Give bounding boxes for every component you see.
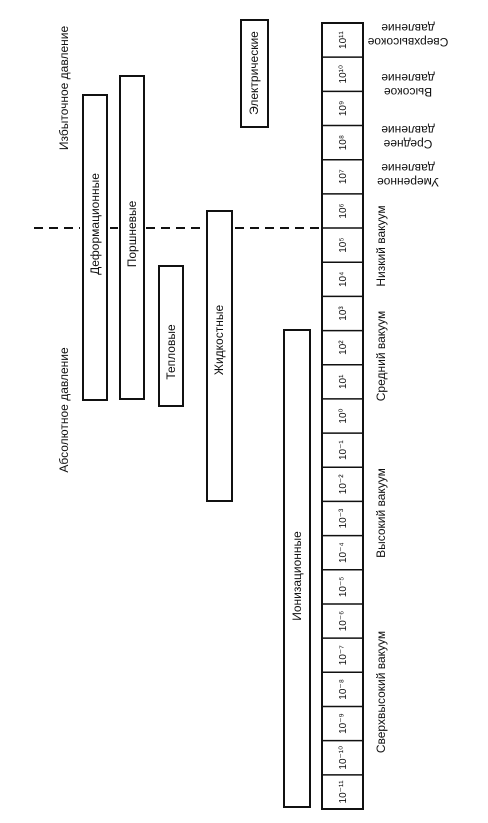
scale-cell-label: 10⁻⁷ (338, 645, 349, 665)
pressure-range-labels: Умеренное давление Среднее давление Высо… (367, 21, 448, 189)
scale-cell-label: 10⁷ (338, 169, 349, 184)
scale-cell-label: 10⁻² (338, 474, 349, 494)
scale-cell-label: 10⁴ (338, 272, 349, 287)
scale-cell-label: 10⁻³ (338, 508, 349, 528)
scale-cell-label: 10⁻¹¹ (338, 780, 349, 804)
instrument-bars: Деформационные Поршневые Тепловые Жидкос… (82, 19, 311, 808)
high-pressure-label: Высокое давление (381, 71, 435, 99)
high-pressure-line2: давление (381, 71, 435, 85)
scale-cell-label: 10⁵ (338, 237, 349, 252)
scale-cell-label: 10⁻⁶ (338, 611, 349, 632)
bar-ionization-label: Ионизационные (290, 531, 304, 621)
ultra-high-vacuum-label: Сверхвысокий вакуум (374, 631, 388, 753)
scale-cell-label: 10⁻¹ (338, 440, 349, 460)
high-pressure-line1: Высокое (384, 85, 432, 99)
bar-piston: Поршневые (119, 75, 145, 400)
medium-vacuum-label: Средний вакуум (374, 311, 388, 402)
moderate-pressure-label: Умеренное давление (377, 161, 439, 189)
scale-cell-label: 10⁰ (338, 408, 349, 423)
scale-cell-label: 10⁻⁴ (338, 542, 349, 563)
ultra-high-pressure-line1: Сверхвысокое (367, 35, 448, 49)
scale-cell-label: 10¹¹ (338, 31, 349, 49)
vacuum-range-labels: Сверхвысокий вакуум Высокий вакуум Средн… (374, 205, 388, 753)
bar-electrical: Электрические (240, 19, 269, 128)
bar-piston-label: Поршневые (125, 200, 139, 267)
scale-cells: 10⁻¹¹ 10⁻¹⁰ 10⁻⁹ 10⁻⁸ 10⁻⁷ 10⁻⁶ 10⁻⁵ 10⁻⁴ 10⁻³ 10… (338, 31, 349, 804)
scale-cell-label: 10¹ (338, 374, 349, 389)
bar-liquid-label: Жидкостные (212, 305, 226, 376)
low-vacuum-label: Низкий вакуум (374, 205, 388, 286)
bar-thermal: Тепловые (158, 265, 184, 407)
moderate-pressure-line1: Умеренное (377, 175, 439, 189)
ultra-high-pressure-line2: давление (381, 21, 435, 35)
bar-deformation-label: Деформационные (88, 173, 102, 275)
ultra-high-pressure-label: Сверхвысокое давление (367, 21, 448, 49)
scale-cell-label: 10⁻⁸ (338, 679, 349, 700)
gauge-pressure-label: Избыточное давление (57, 26, 71, 151)
pressure-scale: 10⁻¹¹ 10⁻¹⁰ 10⁻⁹ 10⁻⁸ 10⁻⁷ 10⁻⁶ 10⁻⁵ 10⁻⁴ 10⁻³ 10… (321, 22, 364, 810)
absolute-pressure-label: Абсолютное давление (57, 347, 71, 473)
bar-thermal-label: Тепловые (164, 324, 178, 380)
bar-ionization: Ионизационные (283, 329, 311, 808)
scale-cell-label: 10⁻⁹ (338, 713, 349, 734)
scale-cell-label: 10³ (338, 306, 349, 321)
scale-cell-label: 10² (338, 340, 349, 355)
scale-dividers (322, 56, 363, 776)
medium-pressure-label: Среднее давление (381, 123, 435, 151)
scale-cell-label: 10¹⁰ (338, 65, 349, 83)
scale-cell-label: 10⁶ (338, 203, 349, 218)
medium-pressure-line1: Среднее (383, 137, 432, 151)
bar-liquid: Жидкостные (206, 210, 233, 502)
medium-pressure-line2: давление (381, 123, 435, 137)
scale-cell-label: 10⁻¹⁰ (338, 746, 349, 770)
scale-cell-label: 10⁸ (338, 135, 349, 150)
moderate-pressure-line2: давление (381, 161, 435, 175)
scale-cell-label: 10⁻⁵ (338, 577, 349, 598)
high-vacuum-label: Высокий вакуум (374, 468, 388, 558)
bar-deformation: Деформационные (82, 94, 108, 401)
bar-electrical-label: Электрические (247, 31, 261, 115)
scale-cell-label: 10⁹ (338, 101, 349, 116)
